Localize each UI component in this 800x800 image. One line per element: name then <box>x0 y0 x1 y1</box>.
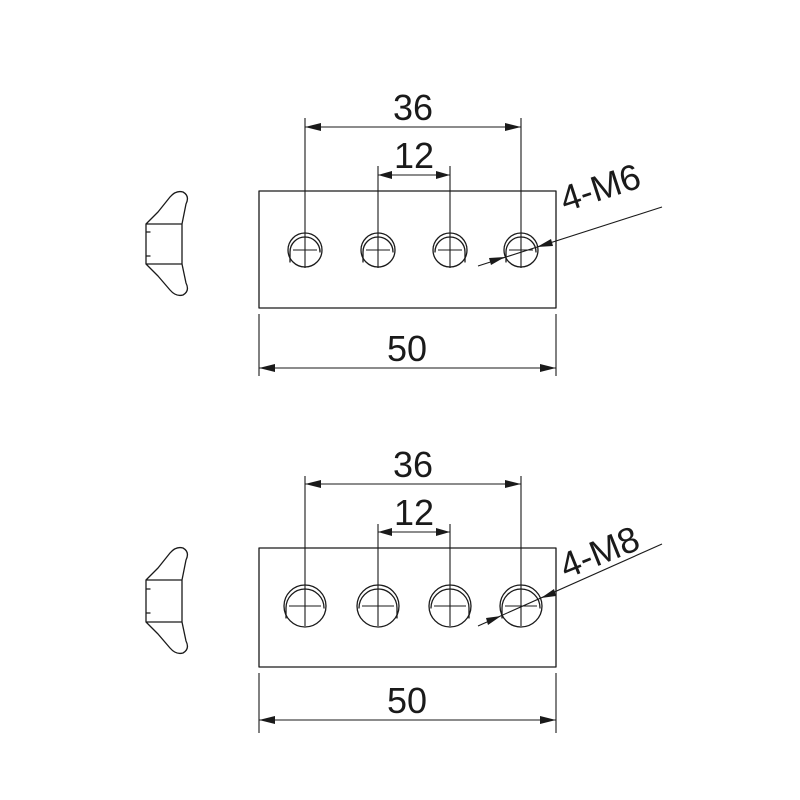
hole-centerlines-m8 <box>289 476 537 626</box>
dim-width-label-m6: 50 <box>387 328 427 369</box>
dim-width-label-m8: 50 <box>387 680 427 721</box>
threaded-holes-m6 <box>287 232 539 268</box>
dimension-inner-m6: 12 <box>378 135 450 179</box>
threaded-holes-m8 <box>283 584 543 628</box>
side-profile-m6 <box>145 190 189 297</box>
dim-inner-label-m6: 12 <box>394 135 434 176</box>
thread-label-m8: 4-M8 <box>554 518 645 587</box>
plate-m8 <box>258 547 557 668</box>
dimension-inner-m8: 12 <box>378 492 450 536</box>
dimension-outer-m6: 36 <box>305 87 521 131</box>
drawing-group-m8: 36 12 50 4-M8 <box>145 444 663 733</box>
thread-callout-m8: 4-M8 <box>477 518 663 627</box>
dimension-outer-m8: 36 <box>305 444 521 488</box>
dimension-width-m8: 50 <box>258 673 557 733</box>
thread-label-m6: 4-M6 <box>555 155 646 219</box>
dim-inner-label-m8: 12 <box>394 492 434 533</box>
side-profile-m8 <box>145 546 189 655</box>
dim-outer-label-m6: 36 <box>393 87 433 128</box>
dim-outer-label-m8: 36 <box>393 444 433 485</box>
drawing-group-m6: 36 12 50 4-M6 <box>145 87 663 376</box>
plate-m6 <box>258 190 557 309</box>
dimension-width-m6: 50 <box>258 314 557 376</box>
hole-centerlines-m6 <box>293 118 533 268</box>
